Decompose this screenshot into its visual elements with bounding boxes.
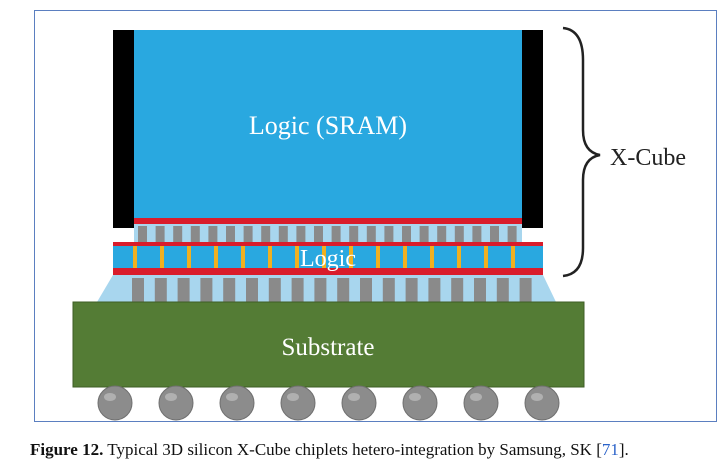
lower-bump: [154, 278, 167, 302]
middle-die-top-red-layer: [113, 242, 543, 246]
lower-bump: [360, 278, 372, 302]
micro-bump: [208, 226, 218, 242]
gold-via: [241, 246, 245, 268]
middle-die-bottom-red-layer: [113, 268, 543, 275]
lower-bump: [382, 278, 395, 302]
lower-micro-bumps: [132, 278, 532, 302]
gold-via: [268, 246, 272, 268]
micro-bump: [507, 226, 517, 242]
micro-bump: [366, 226, 376, 242]
figure-label: Figure 12.: [30, 440, 104, 459]
solder-ball: [341, 385, 377, 421]
substrate-label: Substrate: [281, 334, 374, 361]
solder-ball-array: [97, 385, 560, 421]
lower-bump: [428, 278, 441, 302]
micro-bump: [419, 226, 429, 242]
micro-bump: [278, 226, 288, 242]
solder-ball-highlight: [287, 393, 299, 401]
micro-bump: [261, 226, 271, 242]
micro-bump: [190, 226, 200, 242]
gold-via: [457, 246, 461, 268]
caption-text-end: ].: [618, 440, 629, 459]
left-through-silicon-wall: [113, 30, 134, 228]
lower-bump: [474, 278, 486, 302]
top-die-label: Logic (SRAM): [249, 111, 407, 140]
solder-ball: [280, 385, 316, 421]
x-cube-label: X-Cube: [610, 145, 686, 171]
substrate: [72, 301, 585, 388]
x-cube-bracket: [562, 26, 601, 278]
solder-ball: [463, 385, 499, 421]
micro-bump: [296, 226, 306, 242]
middle-logic-die: [113, 246, 543, 268]
solder-ball-highlight: [470, 393, 482, 401]
caption-text: Typical 3D silicon X-Cube chiplets heter…: [103, 440, 602, 459]
micro-bump: [155, 226, 165, 242]
micro-bump: [490, 226, 499, 242]
solder-ball-highlight: [409, 393, 421, 401]
lower-bump: [177, 278, 190, 302]
lower-bump: [223, 278, 236, 302]
gold-via: [133, 246, 137, 268]
x-cube-diagram: Logic (SRAM) Logic Substrate X-Cube: [72, 26, 686, 421]
lower-bump: [246, 278, 258, 302]
gold-via: [349, 246, 353, 268]
micro-bump: [226, 226, 235, 242]
solder-ball-highlight: [165, 393, 177, 401]
solder-ball: [219, 385, 255, 421]
micro-bump: [331, 226, 341, 242]
gold-via: [484, 246, 488, 268]
micro-bump: [402, 226, 411, 242]
solder-ball: [402, 385, 438, 421]
lower-bump: [405, 278, 418, 302]
right-through-silicon-wall: [522, 30, 543, 228]
gold-via: [376, 246, 380, 268]
micro-bump: [349, 226, 359, 242]
gold-via: [403, 246, 407, 268]
solder-ball: [524, 385, 560, 421]
top-logic-die: [113, 30, 543, 220]
micro-bump: [138, 226, 147, 242]
micro-bump: [472, 226, 482, 242]
gold-via: [160, 246, 164, 268]
micro-bump: [437, 226, 447, 242]
lower-bump: [200, 278, 213, 302]
micro-bump: [314, 226, 323, 242]
gold-interconnects: [133, 246, 515, 268]
top-redistribution-layer: [134, 218, 522, 224]
gold-via: [430, 246, 434, 268]
lower-bump: [291, 278, 304, 302]
lower-bump: [268, 278, 281, 302]
micro-bump: [243, 226, 253, 242]
figure-caption: Figure 12. Typical 3D silicon X-Cube chi…: [30, 440, 720, 460]
solder-ball-highlight: [531, 393, 543, 401]
gold-via: [511, 246, 515, 268]
upper-micro-bumps: [134, 224, 522, 242]
gold-via: [322, 246, 326, 268]
lower-bump: [314, 278, 327, 302]
lower-bump: [337, 278, 350, 302]
micro-bump: [384, 226, 394, 242]
lower-bump: [451, 278, 464, 302]
solder-ball: [97, 385, 133, 421]
micro-bump: [173, 226, 183, 242]
solder-ball-highlight: [226, 393, 238, 401]
lower-bump: [132, 278, 144, 302]
gold-via: [295, 246, 299, 268]
micro-bump: [454, 226, 464, 242]
reference-link[interactable]: 71: [601, 440, 619, 459]
lower-bump: [519, 278, 532, 302]
solder-ball: [158, 385, 194, 421]
gold-via: [214, 246, 218, 268]
solder-ball-highlight: [348, 393, 360, 401]
solder-ball-highlight: [104, 393, 116, 401]
middle-die-label: Logic: [300, 246, 356, 272]
lower-bump: [496, 278, 509, 302]
gold-via: [187, 246, 191, 268]
